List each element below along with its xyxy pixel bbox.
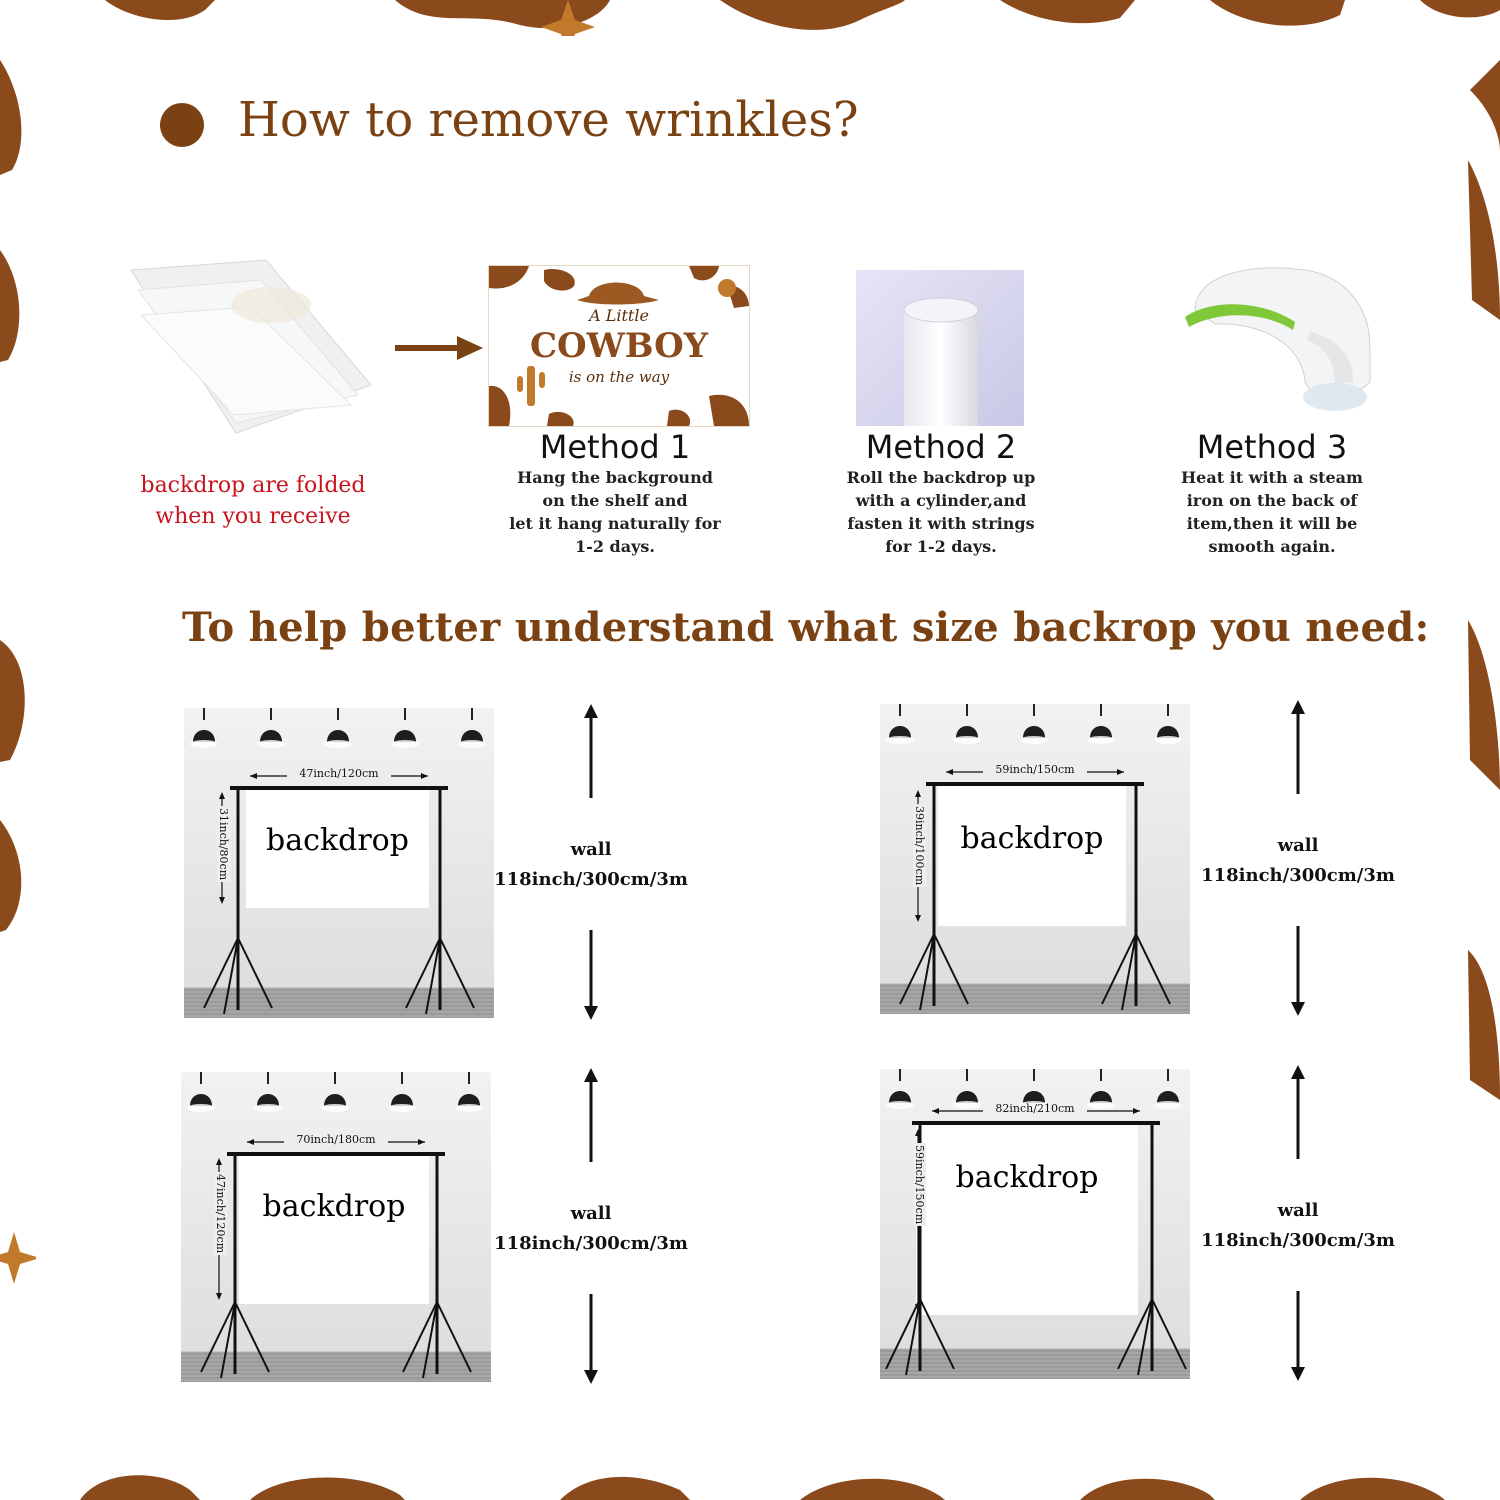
height-dimension-label: 47inch/120cm — [214, 1172, 227, 1256]
folded-caption: backdrop are folded when you receive — [130, 470, 376, 532]
method-3-line-2: iron on the back of — [1186, 491, 1358, 510]
folded-backdrop-image — [130, 259, 372, 434]
cowboy-backdrop-image: A Little COWBOY is on the way — [488, 265, 750, 427]
wall-height-label: wall 118inch/300cm/3m — [1188, 831, 1408, 891]
wall-height-arrow — [1291, 700, 1305, 1016]
studio-scene — [181, 1072, 491, 1382]
wall-size-label: 118inch/300cm/3m — [1201, 1230, 1395, 1251]
method-1-text: Hang the background on the shelf and let… — [500, 466, 730, 558]
page-title: How to remove wrinkles? — [238, 92, 859, 148]
wall-height-arrow — [584, 1068, 598, 1384]
method-1: Method 1 Hang the background on the shel… — [500, 428, 730, 558]
size-diagram-2: 59inch/150cm 39inch/100cm backdrop — [880, 704, 1190, 1014]
method-3: Method 3 Heat it with a steam iron on th… — [1157, 428, 1387, 558]
wall-label: wall — [1277, 1200, 1319, 1221]
wall-size-label: 118inch/300cm/3m — [494, 1233, 688, 1254]
method-2: Method 2 Roll the backdrop up with a cyl… — [826, 428, 1056, 558]
method-2-line-2: with a cylinder,and — [855, 491, 1027, 510]
method-1-line-1: Hang the background — [517, 468, 713, 487]
method-1-line-2: on the shelf and — [542, 491, 688, 510]
width-dimension-label: 70inch/180cm — [296, 1133, 376, 1146]
size-diagram-1: 47inch/120cm 31inch/80cm backdrop — [184, 708, 494, 1018]
studio-scene — [184, 708, 494, 1018]
wall-height-label: wall 118inch/300cm/3m — [481, 835, 701, 895]
card-line-2: COWBOY — [529, 326, 709, 366]
method-3-text: Heat it with a steam iron on the back of… — [1157, 466, 1387, 558]
method-1-line-4: 1-2 days. — [575, 537, 655, 556]
wall-label: wall — [570, 839, 612, 860]
backdrop-label: backdrop — [955, 1160, 1099, 1195]
method-3-line-1: Heat it with a steam — [1181, 468, 1363, 487]
wall-size-label: 118inch/300cm/3m — [494, 869, 688, 890]
card-line-1: A Little — [589, 306, 649, 325]
method-2-heading: Method 2 — [865, 428, 1017, 466]
backdrop-label: backdrop — [266, 823, 409, 858]
method-3-heading: Method 3 — [1196, 428, 1348, 466]
wall-label: wall — [570, 1203, 612, 1224]
width-dimension-label: 59inch/150cm — [995, 763, 1075, 776]
wall-height-label: wall 118inch/300cm/3m — [1188, 1196, 1408, 1256]
method-2-text: Roll the backdrop up with a cylinder,and… — [826, 466, 1056, 558]
studio-scene — [880, 704, 1190, 1014]
wall-label: wall — [1277, 835, 1319, 856]
wall-size-label: 118inch/300cm/3m — [1201, 865, 1395, 886]
wall-height-label: wall 118inch/300cm/3m — [481, 1199, 701, 1259]
method-2-line-3: fasten it with strings — [847, 514, 1035, 533]
method-2-line-4: for 1-2 days. — [885, 537, 997, 556]
wall-height-arrow — [1291, 1065, 1305, 1381]
method-3-line-4: smooth again. — [1208, 537, 1336, 556]
folded-caption-line-1: backdrop are folded — [140, 473, 366, 498]
method-1-line-3: let it hang naturally for — [509, 514, 721, 533]
method-2-line-1: Roll the backdrop up — [846, 468, 1036, 487]
steam-iron-image — [1185, 267, 1371, 411]
studio-scene — [880, 1069, 1190, 1379]
size-guide-title: To help better understand what size back… — [182, 604, 1430, 651]
method-1-heading: Method 1 — [539, 428, 691, 466]
arrow-right-icon — [395, 336, 483, 360]
width-dimension-label: 47inch/120cm — [299, 767, 379, 780]
cow-print-pattern — [489, 266, 749, 426]
title-bullet — [160, 103, 204, 147]
height-dimension-label: 39inch/100cm — [913, 804, 926, 888]
height-dimension-label: 31inch/80cm — [217, 806, 230, 883]
backdrop-label: backdrop — [262, 1189, 406, 1224]
size-diagram-3: 70inch/180cm 47inch/120cm backdrop — [181, 1072, 491, 1382]
wall-height-arrow — [584, 704, 598, 1020]
method-3-line-3: item,then it will be — [1186, 514, 1358, 533]
folded-caption-line-2: when you receive — [155, 504, 351, 529]
width-dimension-label: 82inch/210cm — [995, 1102, 1075, 1115]
rolled-cylinder-image — [856, 270, 1024, 426]
backdrop-label: backdrop — [960, 821, 1104, 856]
card-line-3: is on the way — [568, 368, 670, 386]
